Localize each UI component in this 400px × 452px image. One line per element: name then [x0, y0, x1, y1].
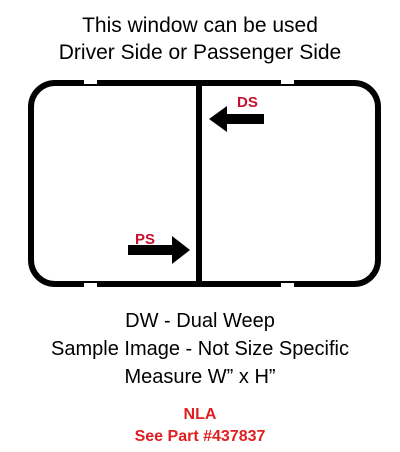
center-divider — [196, 83, 202, 284]
ds-arrow-icon — [209, 106, 264, 132]
ds-label: DS — [237, 94, 258, 111]
caption-line-3: Measure W” x H” — [124, 366, 276, 388]
header-line-1: This window can be used — [82, 14, 318, 37]
weep-marker-top-right — [281, 79, 294, 84]
header-line-2: Driver Side or Passenger Side — [58, 41, 342, 64]
caption-line-2: Sample Image - Not Size Specific — [51, 338, 349, 360]
ps-arrow-icon — [128, 236, 190, 264]
nla-notice: NLA — [183, 406, 217, 423]
weep-marker-top-left — [84, 79, 97, 84]
ps-label: PS — [135, 231, 155, 248]
window-frame — [28, 80, 381, 287]
weep-marker-bottom-right — [281, 283, 294, 288]
caption-line-1: DW - Dual Weep — [125, 310, 275, 332]
weep-marker-bottom-left — [84, 283, 97, 288]
see-part-notice: See Part #437837 — [134, 428, 266, 445]
